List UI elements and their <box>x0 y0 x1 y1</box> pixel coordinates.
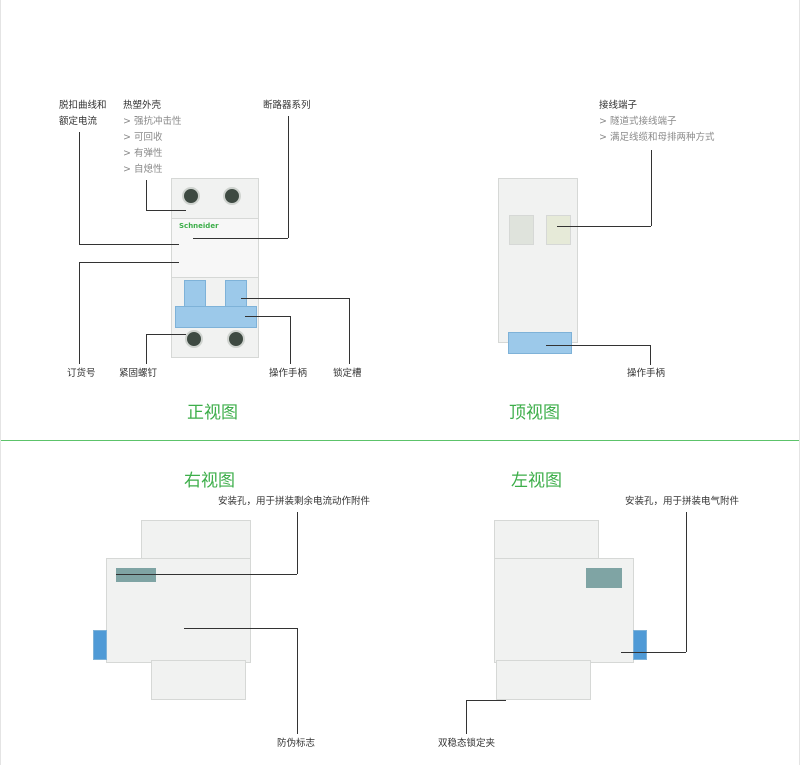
label-right-hole: 安装孔，用于拼装剩余电流动作附件 <box>218 496 371 507</box>
label-screw: 紧固螺钉 <box>119 368 158 379</box>
top-view-title: 顶视图 <box>509 403 560 423</box>
feature: > 隧道式接线端子 <box>599 116 677 127</box>
label-terminal: 接线端子 <box>599 100 638 111</box>
label-anti: 防伪标志 <box>277 738 316 749</box>
label-curve: 脱扣曲线和 <box>59 100 107 111</box>
label-clip: 双稳态锁定夹 <box>438 738 496 749</box>
feature: > 自熄性 <box>123 164 163 175</box>
feature: > 可回收 <box>123 132 163 143</box>
screw-icon <box>182 187 200 205</box>
label-series: 断路器系列 <box>263 100 311 111</box>
feature: > 强抗冲击性 <box>123 116 182 127</box>
screw-icon <box>185 330 203 348</box>
front-view-title: 正视图 <box>187 403 238 423</box>
label-lock: 锁定槽 <box>333 368 362 379</box>
brand-logo: Schneider <box>179 222 219 230</box>
section-divider <box>1 440 799 441</box>
screw-icon <box>223 187 241 205</box>
left-view-title: 左视图 <box>511 471 562 491</box>
feature: > 有弹性 <box>123 148 163 159</box>
screw-icon <box>227 330 245 348</box>
label-curve-2: 额定电流 <box>59 116 98 127</box>
label-shell: 热塑外壳 <box>123 100 162 111</box>
right-view-title: 右视图 <box>184 471 235 491</box>
label-left-hole: 安装孔，用于拼装电气附件 <box>625 496 740 507</box>
label-handle: 操作手柄 <box>269 368 308 379</box>
label-order: 订货号 <box>67 368 96 379</box>
label-top-handle: 操作手柄 <box>627 368 666 379</box>
feature: > 满足线缆和母排两种方式 <box>599 132 715 143</box>
